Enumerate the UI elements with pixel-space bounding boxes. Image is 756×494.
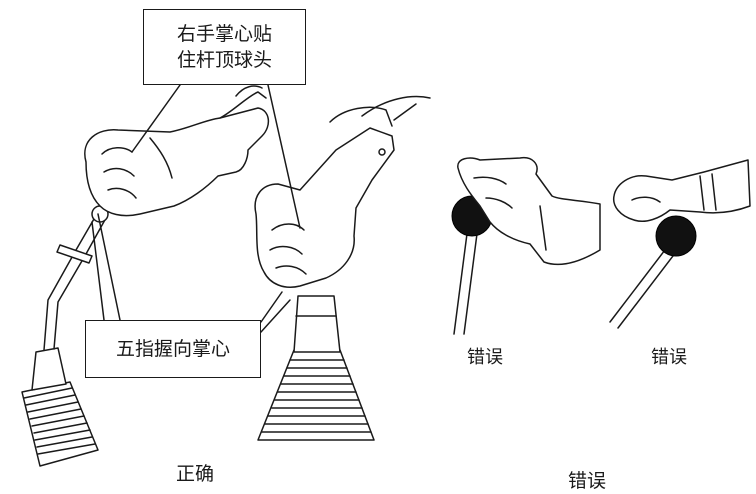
- center-hand-illustration: [254, 95, 431, 288]
- center-gear-lever-illustration: [257, 295, 375, 441]
- left-hand-illustration: [84, 85, 270, 217]
- left-lever-boot: [21, 381, 99, 467]
- left-boot-pleats: [23, 387, 96, 455]
- center-boot-pleats: [261, 359, 372, 433]
- wrong-caption-a: 错误: [467, 347, 503, 368]
- correct-caption: 正确: [176, 463, 215, 485]
- palm-callout-line1: 右手掌心贴: [176, 23, 272, 45]
- center-lever-shaft: [293, 295, 341, 353]
- fingers-callout-text: 五指握向掌心: [115, 338, 230, 360]
- fingers-callout-box: 五指握向掌心: [85, 320, 261, 378]
- left-lever-rod: [43, 211, 99, 351]
- left-lever-collar: [31, 347, 67, 391]
- center-lever-boot: [257, 349, 375, 441]
- wrong-caption-b: 错误: [651, 347, 687, 368]
- wrong-example-a-illustration: [451, 156, 601, 335]
- wrong-caption-main: 错误: [568, 470, 607, 492]
- wrong-b-knob: [655, 215, 697, 257]
- left-gear-lever-illustration: [21, 205, 109, 467]
- palm-callout-line2: 住杆顶球头: [176, 49, 272, 71]
- palm-callout-box: 右手掌心贴 住杆顶球头: [143, 9, 306, 85]
- callout-leader-lines: [91, 84, 301, 333]
- left-lever-clamp: [56, 244, 93, 264]
- wrong-example-b-illustration: [609, 159, 751, 329]
